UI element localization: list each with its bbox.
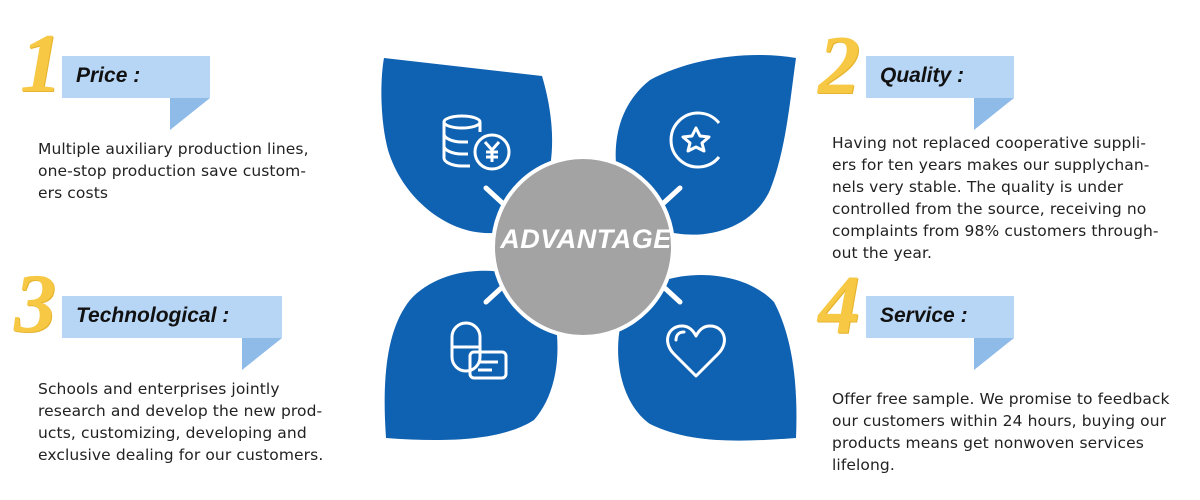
service-banner: Service : xyxy=(866,296,1014,338)
service-line: our customers within 24 hours, buying ou… xyxy=(832,412,1167,430)
quality-line: ers for ten years makes our supplychan- xyxy=(832,156,1150,174)
service-line: products means get nonwoven services xyxy=(832,434,1144,452)
petal-bottom-right xyxy=(618,275,797,441)
center-circle xyxy=(491,155,675,339)
petal-top-right xyxy=(615,54,796,235)
center-label: ADVANTAGE xyxy=(500,224,672,254)
technological-line: exclusive dealing for our customers. xyxy=(38,446,324,464)
quality-description: Having not replaced cooperative suppli- … xyxy=(832,132,1159,264)
number-4: 4 xyxy=(818,259,860,352)
price-title: Price : xyxy=(76,64,141,87)
service-description: Offer free sample. We promise to feedbac… xyxy=(832,388,1170,476)
quality-line: out the year. xyxy=(832,244,933,262)
heart-icon xyxy=(666,324,726,378)
price-line: one-stop production save custom- xyxy=(38,162,307,180)
coins-yen-icon xyxy=(442,114,511,171)
quality-banner: Quality : xyxy=(866,56,1014,98)
petal-top-left xyxy=(381,58,553,234)
quality-title: Quality : xyxy=(880,64,965,87)
service-line: lifelong. xyxy=(832,456,895,474)
price-line: Multiple auxiliary production lines, xyxy=(38,140,309,158)
service-banner-fold xyxy=(974,338,1014,370)
price-banner: Price : xyxy=(62,56,210,98)
technological-line: research and develop the new prod- xyxy=(38,402,323,420)
quality-line: Having not replaced cooperative suppli- xyxy=(832,134,1147,152)
service-line: Offer free sample. We promise to feedbac… xyxy=(832,390,1170,408)
quality-line: controlled from the source, receiving no xyxy=(832,200,1147,218)
price-description: Multiple auxiliary production lines, one… xyxy=(38,138,309,204)
quality-banner-fold xyxy=(974,98,1014,130)
pill-card-icon xyxy=(450,321,508,380)
technological-title: Technological : xyxy=(76,304,230,327)
service-title: Service : xyxy=(880,304,968,327)
technological-description: Schools and enterprises jointly research… xyxy=(38,378,323,466)
advantage-diagram xyxy=(381,54,797,441)
technological-line: ucts, customizing, developing and xyxy=(38,424,307,442)
quality-line: complaints from 98% customers through- xyxy=(832,222,1159,240)
quality-line: nels very stable. The quality is under xyxy=(832,178,1124,196)
price-line: ers costs xyxy=(38,184,109,202)
price-banner-fold xyxy=(170,98,210,130)
technological-banner: Technological : xyxy=(62,296,282,338)
technological-line: Schools and enterprises jointly xyxy=(38,380,280,398)
number-2: 2 xyxy=(818,19,860,112)
number-1: 1 xyxy=(20,17,62,110)
technological-banner-fold xyxy=(242,338,282,370)
number-3: 3 xyxy=(14,257,56,350)
star-coin-icon xyxy=(669,111,721,169)
